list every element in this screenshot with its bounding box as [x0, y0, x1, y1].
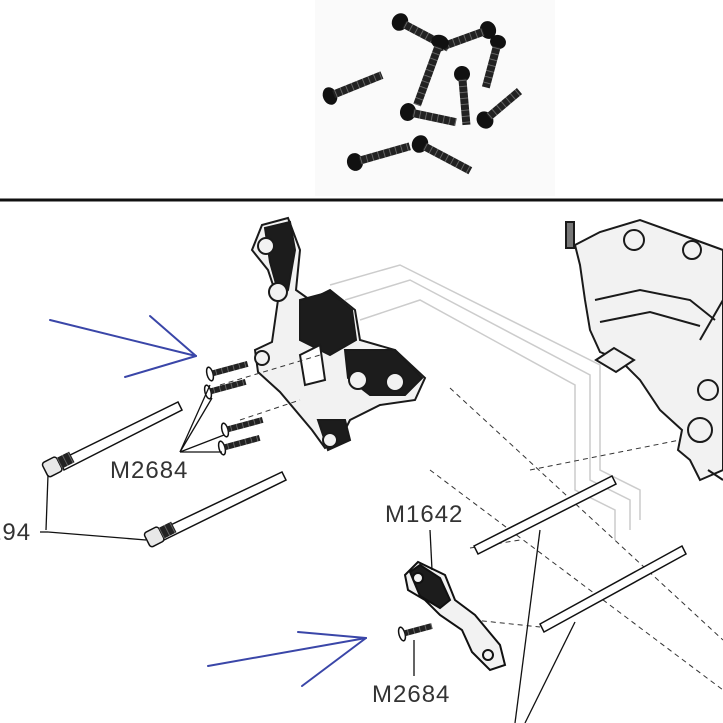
bracket-hole — [322, 432, 338, 448]
bracket-hole — [254, 350, 270, 366]
long-pin-lower — [143, 471, 288, 548]
arrow-lower — [207, 631, 367, 687]
photo-screw — [454, 66, 471, 126]
screw-set-upper — [203, 361, 264, 456]
part-label-screw-top: M2684 — [110, 457, 188, 484]
short-rod-lower — [539, 544, 687, 634]
photo-screw — [481, 34, 506, 89]
chassis-bolt — [682, 240, 702, 260]
chassis-assembly — [565, 218, 723, 482]
long-pin-upper — [41, 400, 184, 478]
mount-plate — [403, 560, 507, 672]
bracket-hole — [268, 282, 288, 302]
photo-screw — [436, 21, 497, 52]
photo-screw — [413, 34, 449, 107]
screw — [203, 379, 247, 400]
screw — [220, 417, 264, 438]
chassis-bolt — [697, 379, 719, 401]
screws-photo — [315, 0, 555, 196]
chassis-bolt — [623, 229, 645, 251]
arrow-upper — [49, 315, 197, 378]
photo-screw — [399, 103, 457, 127]
bracket-hole — [385, 372, 405, 392]
photo-screw — [411, 135, 473, 175]
chassis-shaft — [565, 221, 575, 249]
leader-screw-top — [179, 384, 225, 453]
leader-pin — [40, 474, 147, 541]
photo-screw — [346, 142, 411, 171]
part-label-screw-bottom: M2684 — [372, 681, 450, 708]
bracket-mid-face — [299, 290, 358, 357]
screw — [205, 361, 249, 382]
photo-screw — [322, 71, 384, 105]
bracket-hole — [257, 237, 275, 255]
short-rod-upper — [472, 474, 618, 556]
chassis-body — [573, 218, 723, 482]
part-label-pin: 294 — [0, 519, 31, 546]
photo-screw — [476, 88, 523, 129]
chassis-bolt — [687, 417, 713, 443]
leader-rods — [514, 529, 576, 723]
chassis-tab — [594, 346, 636, 374]
leader-plate — [429, 529, 433, 571]
screw-lower — [397, 623, 433, 642]
part-label-plate: M1642 — [385, 501, 463, 528]
alignment-lines — [219, 354, 723, 691]
bracket-hole — [348, 370, 368, 390]
shock-tower-bracket — [250, 216, 427, 452]
